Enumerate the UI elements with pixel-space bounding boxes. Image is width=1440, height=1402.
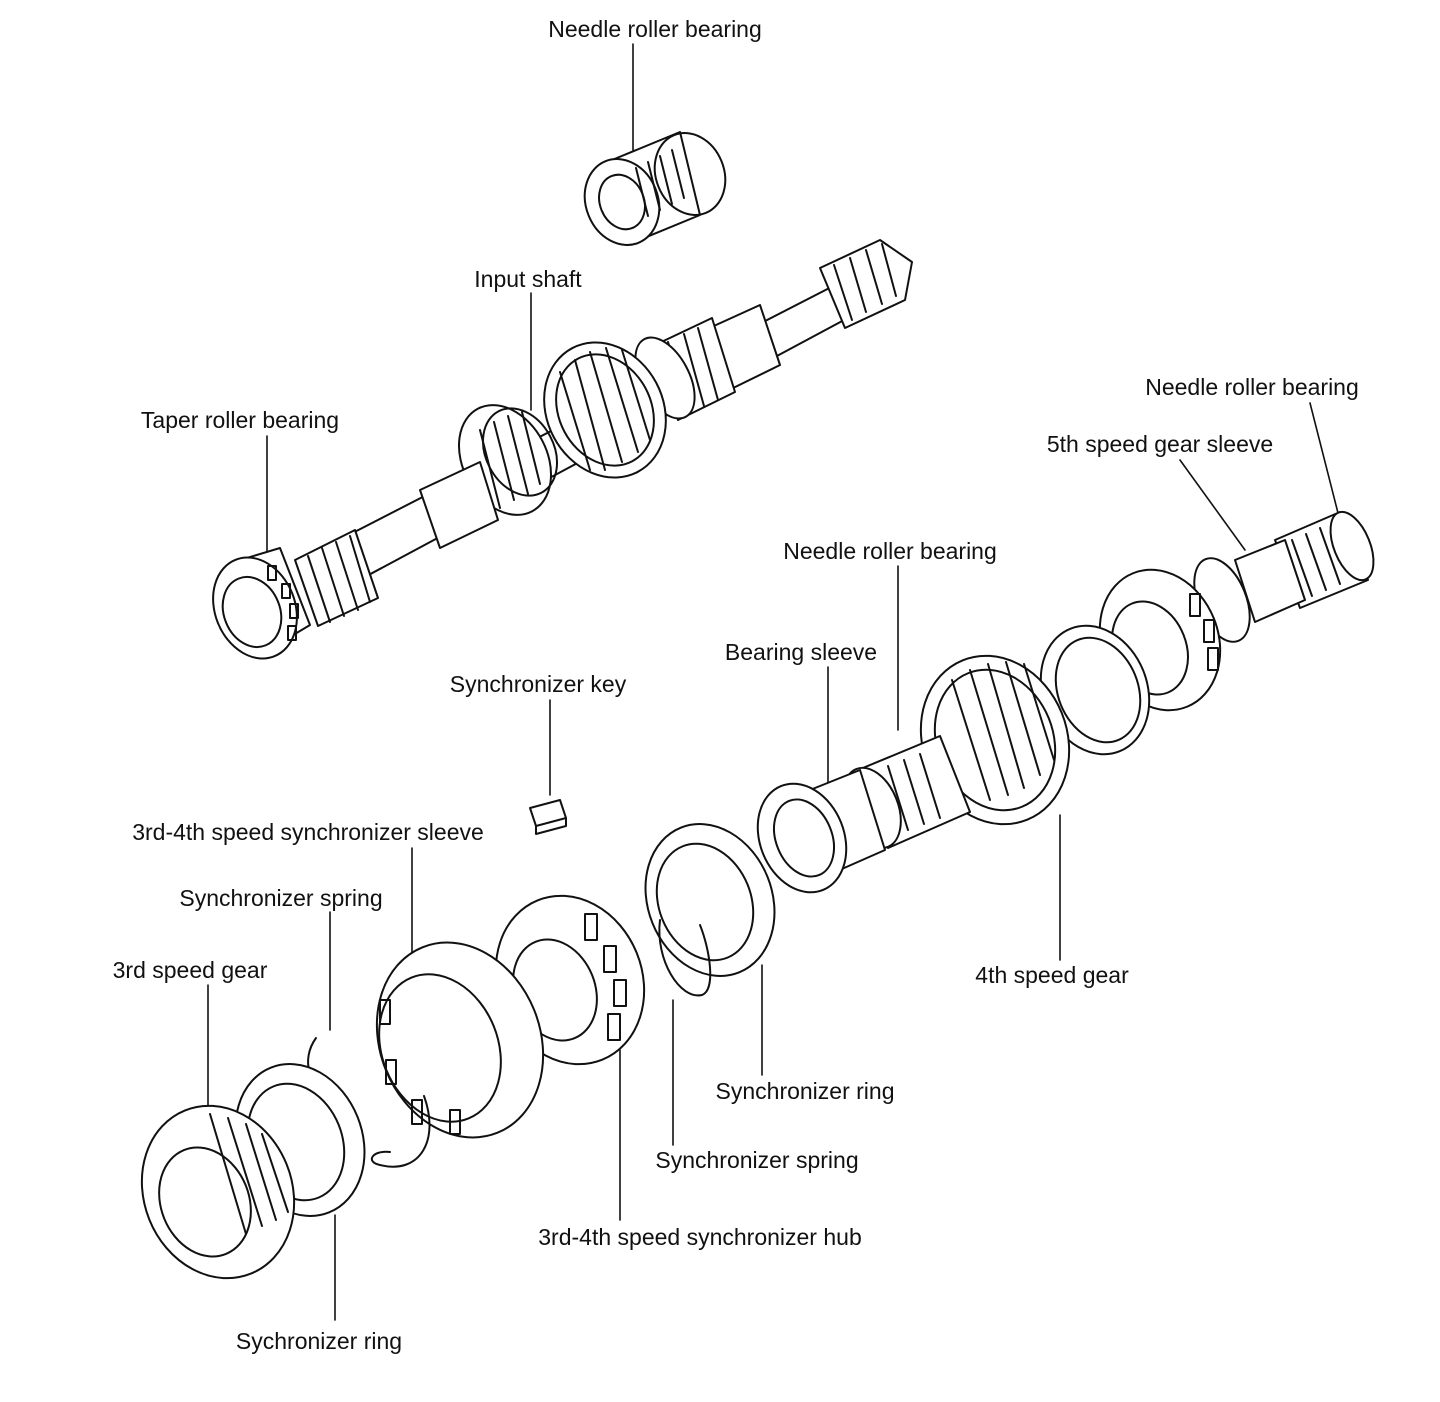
synchronizer-key-part <box>529 799 567 835</box>
label-fifth-gear-sleeve: 5th speed gear sleeve <box>1046 431 1274 457</box>
label-sync-spring-left: Synchronizer spring <box>179 885 383 911</box>
label-sync-ring-left: Sychronizer ring <box>235 1328 403 1354</box>
label-sync-spring-right: Synchronizer spring <box>655 1147 859 1173</box>
bearing-sleeve-part <box>756 769 886 894</box>
label-bearing-sleeve: Bearing sleeve <box>724 639 878 665</box>
label-third-gear: 3rd speed gear <box>112 957 268 983</box>
leader-fifth-sleeve <box>1179 459 1246 551</box>
label-input-shaft: Input shaft <box>474 266 582 292</box>
leader-needle-right <box>1309 402 1339 514</box>
input-gear-large <box>543 341 667 479</box>
thrust-washer-part <box>1039 624 1151 756</box>
sync-ring-right-part <box>644 823 776 977</box>
label-fourth-gear: 4th speed gear <box>975 962 1129 988</box>
sync-spring-right-part <box>658 919 712 997</box>
sync-sleeve-part <box>375 941 545 1139</box>
input-shaft-part <box>294 239 913 627</box>
leader-lines <box>207 43 1339 1321</box>
label-taper-roller-bearing: Taper roller bearing <box>140 407 340 433</box>
taper-roller-bearing-part <box>212 547 311 660</box>
label-needle-bearing-right: Needle roller bearing <box>1145 374 1359 400</box>
third-gear-part <box>140 1104 296 1280</box>
label-needle-bearing-top: Needle roller bearing <box>548 16 762 42</box>
label-sync-hub: 3rd-4th speed synchronizer hub <box>538 1224 862 1250</box>
needle-bearing-top-part <box>583 131 727 246</box>
label-sync-sleeve: 3rd-4th speed synchronizer sleeve <box>132 819 484 845</box>
label-needle-bearing-mid: Needle roller bearing <box>783 538 997 564</box>
label-synchronizer-key: Synchronizer key <box>449 671 627 697</box>
label-sync-ring-right: Synchronizer ring <box>715 1078 895 1104</box>
